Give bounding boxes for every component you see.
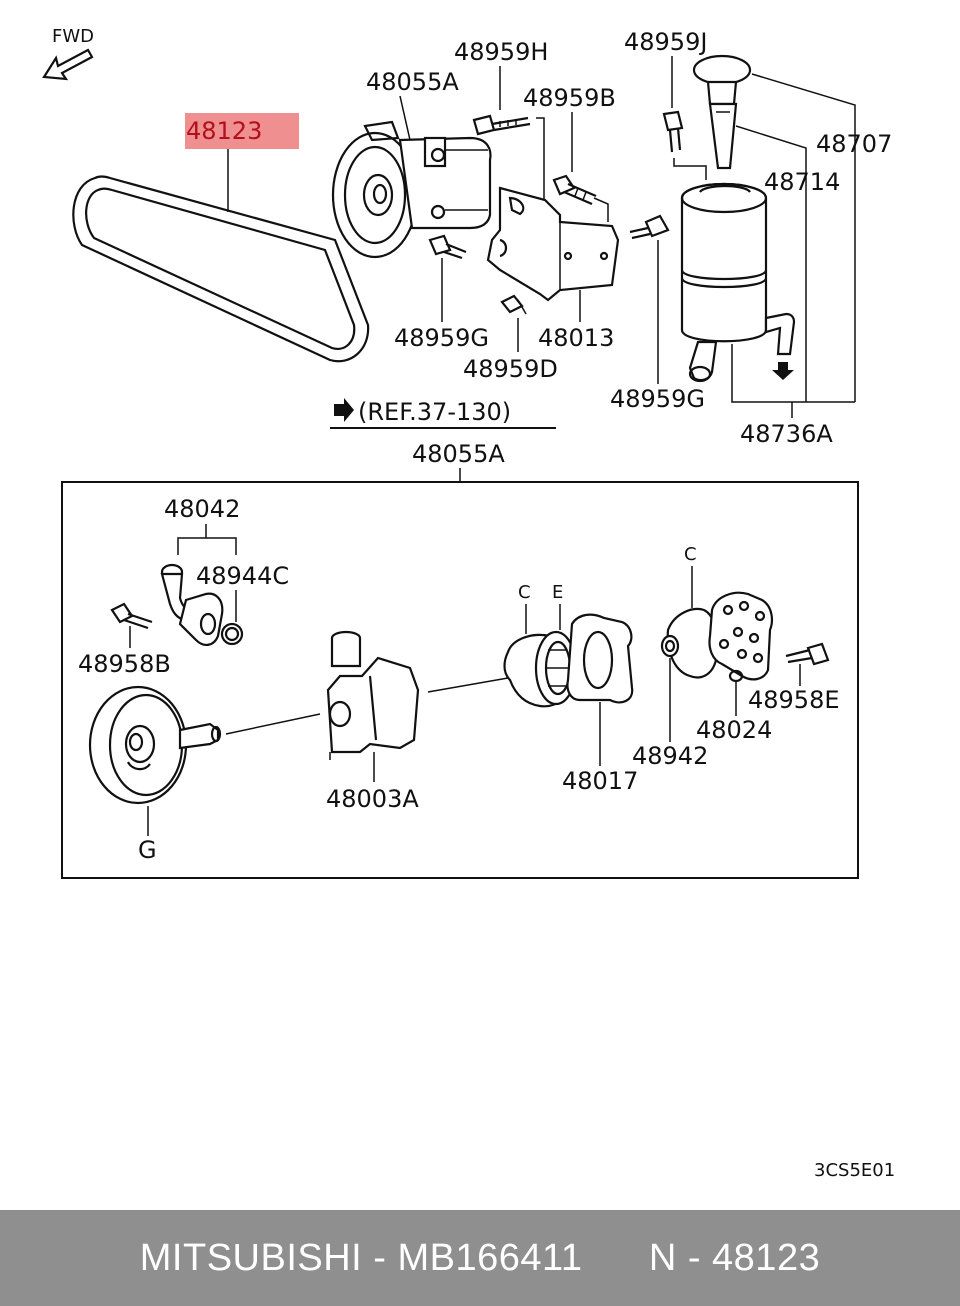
bolt-48959G-left[interactable] <box>428 234 467 260</box>
label-48013[interactable]: 48013 <box>538 324 614 352</box>
label-48959G-left[interactable]: 48959G <box>394 324 489 352</box>
assembly-line-2 <box>427 677 509 693</box>
label-48959H[interactable]: 48959H <box>454 38 548 66</box>
fwd-label: FWD <box>52 26 94 47</box>
fwd-indicator: FWD <box>42 26 94 81</box>
ref-arrow-icon <box>334 398 354 422</box>
parts-diagram: FWD 48123 48959H 48055A <box>42 26 895 1181</box>
bolt-48959D[interactable] <box>500 294 527 315</box>
label-48959D[interactable]: 48959D <box>463 355 558 383</box>
label-C-1[interactable]: C <box>518 582 531 603</box>
footer-bar: MITSUBISHI - MB166411 N - 48123 <box>0 1210 960 1306</box>
label-48055A-box[interactable]: 48055A <box>412 440 505 468</box>
reservoir-tank-48736A[interactable] <box>680 182 796 383</box>
leader-48714 <box>735 125 807 402</box>
label-48055A-top[interactable]: 48055A <box>366 68 459 96</box>
reservoir-cap-48707[interactable] <box>692 54 752 170</box>
label-C-2[interactable]: C <box>684 544 697 565</box>
bolt-48958E[interactable] <box>785 642 830 666</box>
label-48123[interactable]: 48123 <box>186 117 262 145</box>
label-48942[interactable]: 48942 <box>632 742 708 770</box>
down-arrow-icon <box>772 362 794 380</box>
plate-48017[interactable] <box>566 613 634 704</box>
figure-code: 3CS5E01 <box>814 1160 895 1181</box>
label-E[interactable]: E <box>552 582 563 603</box>
fwd-arrow-icon <box>42 48 94 81</box>
bolt-48959G-right[interactable] <box>629 214 670 240</box>
leader-48042 <box>177 537 237 555</box>
bolt-48959J[interactable] <box>662 110 684 153</box>
drive-belt[interactable] <box>72 175 370 363</box>
pump-body-48003A[interactable] <box>326 630 420 760</box>
bolt-48959H[interactable] <box>472 114 531 136</box>
label-48959G-right[interactable]: 48959G <box>610 385 705 413</box>
label-48017[interactable]: 48017 <box>562 767 638 795</box>
label-48042[interactable]: 48042 <box>164 495 240 523</box>
exploded-view-box <box>61 481 859 879</box>
pulley-G[interactable] <box>88 685 222 805</box>
leader-48707 <box>751 73 856 402</box>
assembly-line-1 <box>225 713 321 735</box>
highlight-box <box>185 113 299 149</box>
hose-fitting-48042[interactable] <box>160 563 224 646</box>
reference-label[interactable]: (REF.37-130) <box>358 398 511 426</box>
bolt-48959B[interactable] <box>552 174 597 206</box>
leader-48959B-2 <box>593 197 609 222</box>
cover-48024[interactable] <box>708 591 773 683</box>
o-ring-48944C[interactable] <box>220 622 244 646</box>
leader-48959J-2 <box>673 158 707 180</box>
leader-48055A-top <box>399 95 411 141</box>
bolt-48958B[interactable] <box>110 602 153 630</box>
power-steering-pump-top[interactable] <box>331 120 492 259</box>
seal-48942[interactable] <box>660 634 680 658</box>
label-48944C[interactable]: 48944C <box>196 562 289 590</box>
label-48024[interactable]: 48024 <box>696 716 772 744</box>
cartridge-E[interactable] <box>534 630 578 706</box>
label-48959B[interactable]: 48959B <box>523 84 616 112</box>
label-48958B[interactable]: 48958B <box>78 650 171 678</box>
label-48003A[interactable]: 48003A <box>326 785 419 813</box>
label-G[interactable]: G <box>138 836 157 864</box>
bracket-48013[interactable] <box>486 186 620 302</box>
label-48959J[interactable]: 48959J <box>624 28 707 56</box>
label-48714[interactable]: 48714 <box>764 168 840 196</box>
label-48736A[interactable]: 48736A <box>740 420 833 448</box>
label-48707[interactable]: 48707 <box>816 130 892 158</box>
leader-48736A <box>731 344 855 403</box>
label-48958E[interactable]: 48958E <box>748 686 840 714</box>
leader-48959H-2 <box>536 117 545 215</box>
footer-text: MITSUBISHI - MB166411 N - 48123 <box>139 1236 821 1279</box>
